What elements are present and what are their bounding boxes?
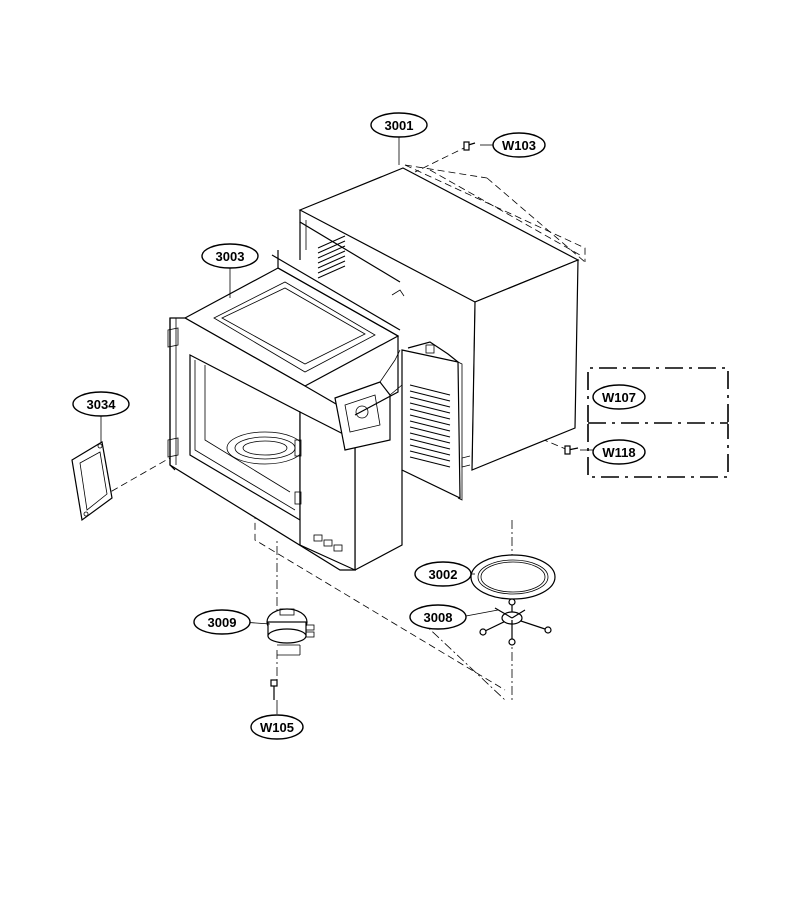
part-label-3008: 3008 bbox=[409, 604, 467, 630]
svg-text:W105: W105 bbox=[260, 720, 294, 735]
magnetron-bracket bbox=[334, 349, 403, 451]
part-label-w107: W107 bbox=[592, 384, 646, 410]
svg-text:3002: 3002 bbox=[429, 567, 458, 582]
part-label-w103: W103 bbox=[492, 132, 546, 158]
back-plate-grille bbox=[409, 384, 451, 468]
part-label-3009: 3009 bbox=[193, 609, 251, 635]
cover-3034 bbox=[71, 441, 113, 522]
turntable-glass bbox=[470, 554, 556, 600]
cabinet-vent-grille bbox=[317, 235, 346, 279]
part-label-w118: W118 bbox=[592, 439, 646, 465]
part-label-w105: W105 bbox=[250, 714, 304, 740]
wire-harness-boxes bbox=[587, 367, 729, 478]
screw-w105 bbox=[270, 679, 278, 700]
back-plate bbox=[401, 341, 463, 501]
screw-w103 bbox=[463, 141, 476, 151]
svg-text:3009: 3009 bbox=[208, 615, 237, 630]
oven-chassis bbox=[167, 250, 403, 571]
svg-text:3008: 3008 bbox=[424, 610, 453, 625]
part-label-3003: 3003 bbox=[201, 243, 259, 269]
roller-ring bbox=[479, 598, 552, 646]
part-label-3002: 3002 bbox=[414, 561, 472, 587]
svg-text:W107: W107 bbox=[602, 390, 636, 405]
svg-text:W118: W118 bbox=[602, 445, 635, 460]
svg-text:3003: 3003 bbox=[216, 249, 245, 264]
svg-text:3001: 3001 bbox=[385, 118, 414, 133]
part-label-3034: 3034 bbox=[72, 391, 130, 417]
part-label-3001: 3001 bbox=[370, 112, 428, 138]
svg-text:3034: 3034 bbox=[87, 397, 117, 412]
turntable-motor bbox=[266, 608, 315, 644]
outer-cabinet bbox=[298, 167, 580, 471]
screw-w118 bbox=[564, 445, 579, 455]
svg-text:W103: W103 bbox=[502, 138, 536, 153]
